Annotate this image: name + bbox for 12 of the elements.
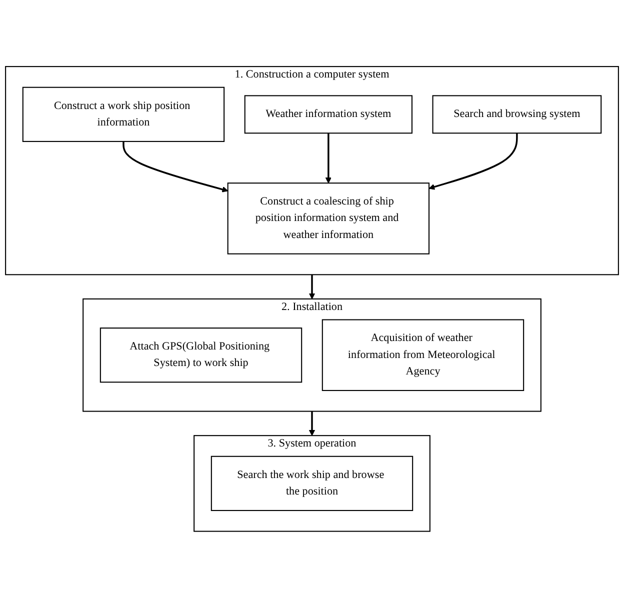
arrow [308,274,316,300]
arrow [325,133,332,184]
node-box: Search and browsing system [432,95,602,134]
node-box: Attach GPS(Global Positioning System) to work ship [100,328,302,383]
node-box: Acquisition of weather information from Meteorological Agency [322,319,524,392]
arrow [428,133,518,190]
node-box: Search the work ship and browse the position [210,456,414,512]
arrow [122,142,228,192]
arrow [308,411,316,436]
node-box: Construct a coalescing of ship position information system and weather information [227,182,430,254]
node-box: Weather information system [244,95,412,134]
node-box: Construct a work ship position information [22,86,225,142]
